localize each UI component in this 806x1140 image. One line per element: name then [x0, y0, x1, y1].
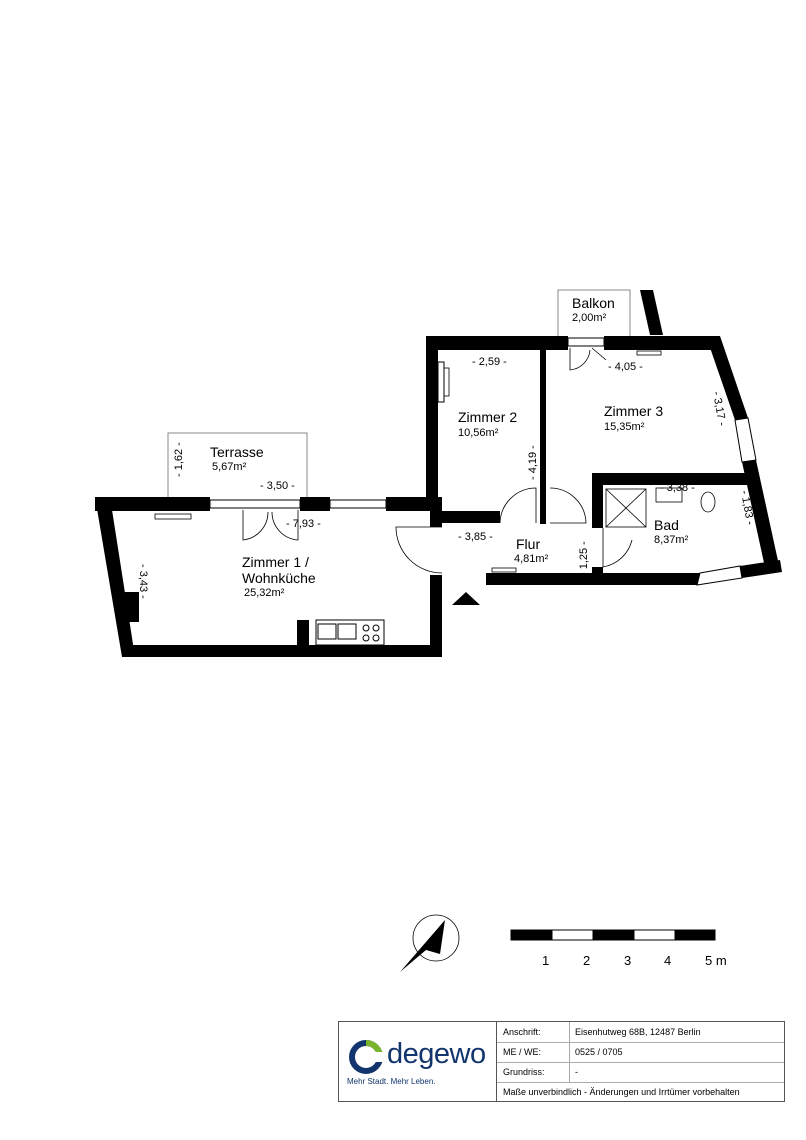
- scale-bar: [510, 929, 716, 941]
- dim-flur-depth: - 1,25 -: [578, 541, 590, 576]
- sink: [655, 487, 683, 503]
- dim-zimmer2-width: - 2,59 -: [472, 356, 507, 368]
- label-zimmer2-name: Zimmer 2: [458, 409, 517, 425]
- degewo-logo-icon: [349, 1040, 383, 1074]
- entrance-marker: [452, 592, 480, 605]
- wall-zimmer1-right: [430, 575, 442, 657]
- me-value: 0525 / 0705: [575, 1047, 623, 1057]
- shower: [605, 488, 647, 528]
- label-zimmer1-name-1: Zimmer 1 /: [242, 554, 309, 570]
- kitchen-counter: [315, 619, 385, 646]
- label-flur-area: 4,81m²: [514, 553, 549, 565]
- wall-zimmer1-left: [95, 497, 135, 657]
- wall-balkon-post: [640, 290, 663, 335]
- address-label: Anschrift:: [503, 1027, 541, 1037]
- scale-label-4: 4: [664, 953, 671, 968]
- wall-bottom: [486, 573, 686, 585]
- door-bad: [602, 528, 633, 568]
- wall-zimmer2-left: [426, 336, 438, 501]
- doors: [242, 347, 633, 574]
- info-row-me: ME / WE: 0525 / 0705: [497, 1042, 784, 1063]
- info-row-grundriss: Grundriss: -: [497, 1062, 784, 1083]
- scale-label-3: 3: [624, 953, 631, 968]
- floor-plan: Terrasse 5,67m² Balkon 2,00m² Zimmer 2 1…: [95, 289, 782, 972]
- label-zimmer1-area: 25,32m²: [244, 587, 285, 599]
- wall-flur-top: [440, 511, 500, 523]
- wall-zimmer1-top-right: [386, 497, 431, 511]
- wall-top: [426, 336, 568, 350]
- info-row-address: Anschrift: Eisenhutweg 68B, 12487 Berlin: [497, 1022, 784, 1043]
- windows: [209, 337, 757, 586]
- door-entrance: [395, 526, 443, 574]
- label-terrasse-area: 5,67m²: [212, 461, 247, 473]
- scale-bar-labels: 1 2 3 4 5 m: [542, 953, 727, 968]
- wall-stub: [297, 620, 309, 647]
- scale-label-1: 1: [542, 953, 549, 968]
- wall-z2-z3-divider: [540, 348, 546, 524]
- wall-bad-left-lower: [592, 567, 603, 578]
- scale-label-5: 5 m: [705, 953, 727, 968]
- label-zimmer2-area: 10,56m²: [458, 427, 499, 439]
- wall-bad-left: [592, 473, 603, 528]
- wall-top-right: [604, 336, 719, 350]
- dim-zimmer2-depth: - 4,19 -: [527, 445, 539, 480]
- label-zimmer1-name-2: Wohnküche: [242, 570, 316, 586]
- door-balkon-r: [591, 347, 607, 361]
- north-arrow-icon: [400, 914, 460, 972]
- dimension-labels: - 1,62 - - 3,50 - - 7,93 - - 3,43 - - 2,…: [137, 356, 756, 599]
- label-flur-name: Flur: [516, 536, 540, 552]
- wall-zimmer1-top-left: [95, 497, 210, 511]
- wall-zimmer1-right-upper: [430, 497, 442, 527]
- label-bad-area: 8,37m²: [654, 534, 689, 546]
- logo-wordmark: degewo: [387, 1038, 486, 1070]
- dim-zimmer3-depth: - 3,17 -: [710, 390, 728, 427]
- balkon-outline: [557, 289, 631, 337]
- info-row-disclaimer: Maße unverbindlich - Änderungen und Irrt…: [497, 1082, 784, 1102]
- label-balkon-name: Balkon: [572, 295, 615, 311]
- grundriss-value: -: [575, 1067, 578, 1077]
- dim-zimmer1-width: - 7,93 -: [286, 518, 321, 530]
- dim-flur-width: - 3,85 -: [458, 531, 493, 543]
- dim-zimmer3-width: - 4,05 -: [608, 361, 643, 373]
- bathroom-fixtures: [605, 487, 716, 528]
- logo-slogan: Mehr Stadt. Mehr Leben.: [347, 1077, 436, 1086]
- label-terrasse-name: Terrasse: [210, 444, 264, 460]
- me-label: ME / WE:: [503, 1047, 541, 1057]
- dim-terrasse-depth: - 1,62 -: [173, 442, 185, 477]
- door-zimmer3: [549, 487, 587, 524]
- wall-bad-bottom-right: [740, 560, 782, 578]
- logo-block: degewo Mehr Stadt. Mehr Leben.: [339, 1022, 497, 1101]
- dim-terrasse-width: - 3,50 -: [260, 480, 295, 492]
- wall-zimmer1-bottom: [122, 645, 442, 657]
- grundriss-label: Grundriss:: [503, 1067, 545, 1077]
- room-labels: Terrasse 5,67m² Balkon 2,00m² Zimmer 2 1…: [210, 295, 689, 599]
- toilet: [700, 491, 716, 513]
- label-balkon-area: 2,00m²: [572, 312, 607, 324]
- wall-zimmer3-right: [706, 336, 748, 420]
- label-zimmer3-name: Zimmer 3: [604, 403, 663, 419]
- radiators: [154, 350, 662, 573]
- wall-bad-top: [592, 473, 752, 485]
- disclaimer-text: Maße unverbindlich - Änderungen und Irrt…: [503, 1087, 740, 1097]
- info-box: degewo Mehr Stadt. Mehr Leben. Anschrift…: [338, 1021, 785, 1102]
- walls: [95, 290, 782, 657]
- door-terrasse-l: [242, 510, 269, 541]
- scale-label-2: 2: [583, 953, 590, 968]
- dim-zimmer1-depth: - 3,43 -: [137, 564, 149, 599]
- wall-bad-bottom: [686, 573, 700, 585]
- dim-bad-width: - 3,38 -: [660, 482, 695, 494]
- terrasse-outline: [167, 432, 308, 497]
- wall-flur-left: [486, 573, 496, 585]
- address-value: Eisenhutweg 68B, 12487 Berlin: [575, 1027, 701, 1037]
- label-zimmer3-area: 15,35m²: [604, 421, 645, 433]
- door-terrasse-r: [271, 510, 299, 541]
- label-bad-name: Bad: [654, 517, 679, 533]
- door-zimmer2: [499, 487, 537, 524]
- door-balkon-l: [569, 348, 591, 371]
- wall-zimmer3-right-lower: [742, 460, 780, 572]
- wall-pillar: [125, 592, 139, 622]
- wall-zimmer1-top-mid: [300, 497, 330, 511]
